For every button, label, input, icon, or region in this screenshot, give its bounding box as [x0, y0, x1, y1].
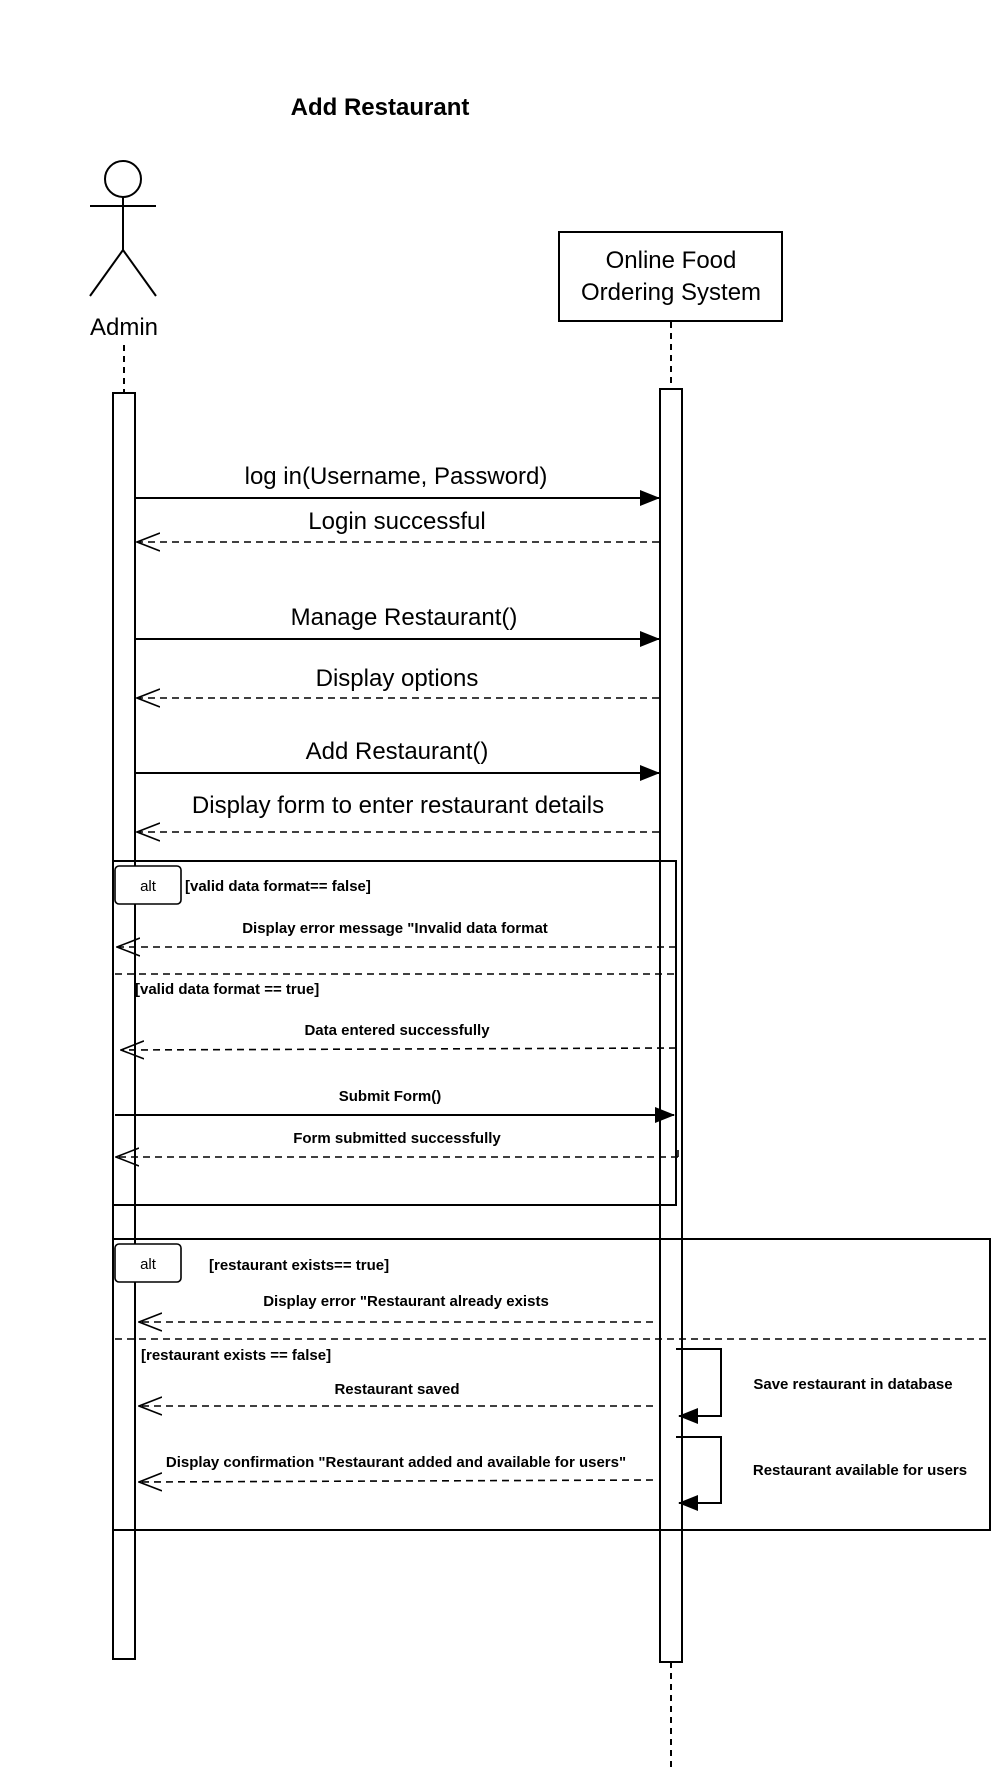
login-success-label: Login successful [308, 508, 485, 535]
fragment2-guard-true: [restaurant exists== true] [209, 1257, 389, 1274]
actor-label: Admin [90, 314, 158, 341]
fragment1-guard-false: [valid data format== false] [185, 878, 371, 895]
system-participant-box [558, 231, 783, 322]
available-self-message [676, 1436, 722, 1511]
diagram-title: Add Restaurant [291, 94, 470, 121]
alt-fragment-2-label: alt [140, 1256, 157, 1273]
alt-fragment-2 [112, 1238, 991, 1531]
available-self-label: Restaurant available for users [753, 1462, 967, 1479]
fragment2-guard-false: [restaurant exists == false] [141, 1347, 331, 1364]
manage-restaurant-label: Manage Restaurant() [291, 604, 518, 631]
admin-actor-icon [89, 160, 157, 297]
save-self-message [676, 1348, 722, 1424]
alt-fragment-1-label-box [114, 865, 182, 905]
alt-fragment-1 [112, 860, 677, 1206]
fragment1-guard-true: [valid data format == true] [135, 981, 319, 998]
system-label-line1: Online Food [606, 247, 737, 274]
save-self-label: Save restaurant in database [753, 1376, 952, 1393]
display-options-label: Display options [316, 665, 479, 692]
data-entered-label: Data entered successfully [304, 1022, 490, 1039]
system-label-line2: Ordering System [581, 279, 761, 306]
submit-form-label: Submit Form() [339, 1088, 442, 1105]
admin-activation-bar [112, 392, 136, 1660]
alt-fragment-2-label-box [114, 1243, 182, 1283]
form-submitted-label: Form submitted successfully [293, 1130, 501, 1147]
confirmation-arrow [139, 1480, 654, 1482]
restaurant-saved-label: Restaurant saved [334, 1381, 459, 1398]
restaurant-exists-label: Display error "Restaurant already exists [263, 1293, 549, 1310]
invalid-format-label: Display error message "Invalid data form… [242, 920, 548, 937]
data-entered-arrow [121, 1048, 677, 1050]
alt-fragment-1-label: alt [140, 878, 157, 895]
system-activation-bar [659, 388, 683, 1663]
login-label: log in(Username, Password) [245, 463, 548, 490]
confirmation-label: Display confirmation "Restaurant added a… [166, 1454, 626, 1471]
add-restaurant-label: Add Restaurant() [306, 738, 489, 765]
display-form-label: Display form to enter restaurant details [192, 792, 604, 819]
